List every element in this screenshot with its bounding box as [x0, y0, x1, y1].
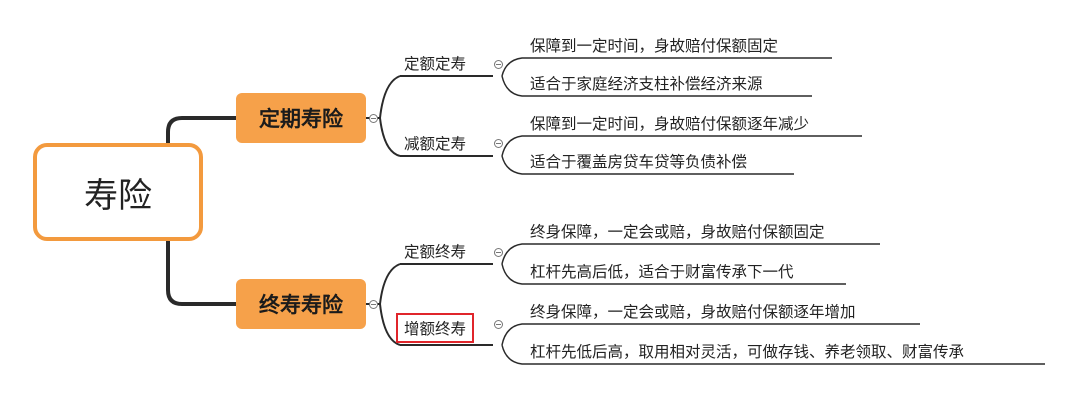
connector-root-whole — [166, 241, 236, 306]
collapse-icon[interactable] — [494, 139, 503, 148]
branch-whole-life[interactable]: 终寿寿险 — [236, 279, 366, 329]
collapse-icon[interactable] — [494, 248, 503, 257]
leaf-text: 适合于家庭经济支柱补偿经济来源 — [530, 72, 763, 94]
sub-fixed-whole[interactable]: 定额终寿 — [404, 240, 466, 262]
leaf-label: 终身保障，一定会或赔，身故赔付保额逐年增加 — [530, 303, 856, 321]
branch-label: 终寿寿险 — [259, 293, 343, 317]
branch-label: 定期寿险 — [259, 107, 343, 131]
connector-leaves-4 — [501, 323, 1045, 365]
sub-label: 减额定寿 — [404, 135, 467, 153]
leaf-label: 保障到一定时间，身故赔付保额固定 — [530, 37, 779, 55]
leaf-text: 终身保障，一定会或赔，身故赔付保额逐年增加 — [530, 300, 856, 322]
leaf-label: 终身保障，一定会或赔，身故赔付保额固定 — [530, 223, 825, 241]
leaf-text: 适合于覆盖房贷车贷等负债补偿 — [530, 150, 747, 172]
sub-fixed-term[interactable]: 定额定寿 — [404, 52, 466, 74]
collapse-icon[interactable] — [494, 320, 503, 329]
connector-leaves-3 — [501, 243, 880, 285]
leaf-label: 适合于家庭经济支柱补偿经济来源 — [530, 75, 763, 93]
root-label: 寿险 — [84, 175, 152, 216]
connector-leaves-2 — [501, 135, 862, 175]
leaf-label: 杠杆先高后低，适合于财富传承下一代 — [530, 263, 794, 281]
leaf-label: 杠杆先低后高，取用相对灵活，可做存钱、养老领取、财富传承 — [530, 343, 965, 361]
collapse-icon[interactable] — [369, 300, 378, 309]
leaf-text: 保障到一定时间，身故赔付保额固定 — [530, 34, 778, 56]
collapse-icon[interactable] — [369, 114, 378, 123]
sub-label: 定额定寿 — [404, 55, 467, 73]
leaf-label: 保障到一定时间，身故赔付保额逐年减少 — [530, 115, 810, 133]
sub-decreasing-term[interactable]: 减额定寿 — [404, 132, 466, 154]
leaf-text: 杠杆先高后低，适合于财富传承下一代 — [530, 260, 794, 282]
connector-root-term — [166, 116, 236, 143]
root-node[interactable]: 寿险 — [33, 143, 203, 241]
sub-label-highlighted: 增额终寿 — [396, 313, 475, 343]
connector-leaves-1 — [501, 57, 832, 97]
collapse-icon[interactable] — [494, 60, 503, 69]
leaf-label: 适合于覆盖房贷车贷等负债补偿 — [530, 153, 748, 171]
leaf-text: 终身保障，一定会或赔，身故赔付保额固定 — [530, 220, 825, 242]
branch-term-life[interactable]: 定期寿险 — [236, 93, 366, 143]
sub-increasing-whole[interactable]: 增额终寿 — [396, 313, 475, 343]
sub-label: 定额终寿 — [404, 243, 467, 261]
leaf-text: 杠杆先低后高，取用相对灵活，可做存钱、养老领取、财富传承 — [530, 340, 964, 362]
leaf-text: 保障到一定时间，身故赔付保额逐年减少 — [530, 112, 809, 134]
